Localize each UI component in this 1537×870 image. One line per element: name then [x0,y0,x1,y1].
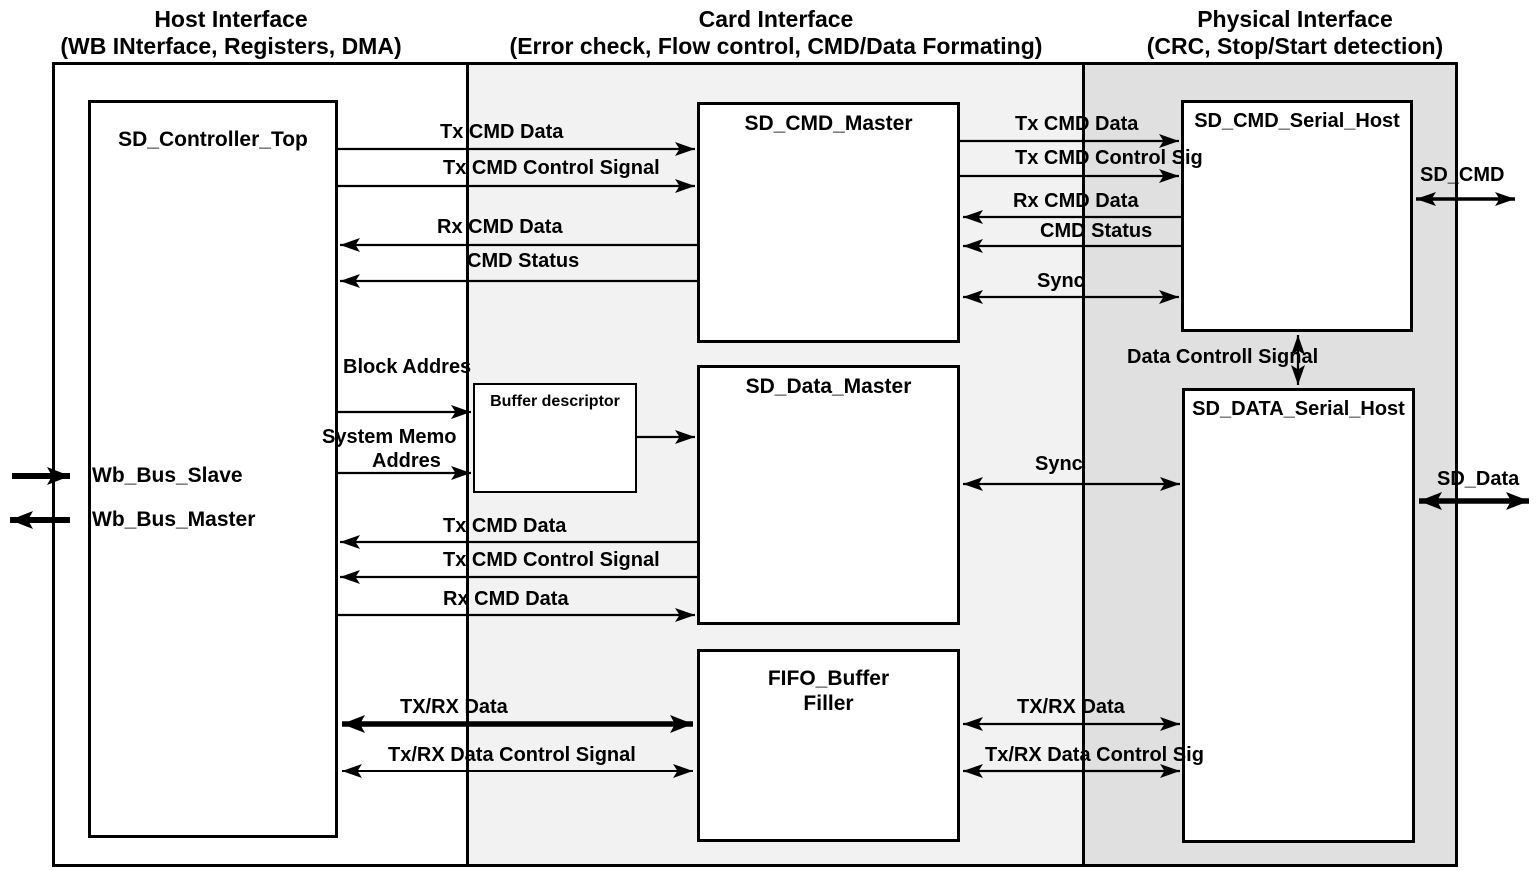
sd-cmd-serial-host-block: SD_CMD_Serial_Host [1181,100,1413,332]
host-interface-header: Host Interface (WB INterface, Registers,… [0,6,462,60]
sd-cmd-master-title: SD_CMD_Master [744,112,913,135]
label-system-memo-addres: Addres [372,450,441,472]
label-tx-cmd-data-datamaster: Tx CMD Data [443,515,567,537]
label-block-address: Block Addres [343,356,472,378]
sd-data-serial-host-block: SD_DATA_Serial_Host [1182,388,1415,843]
fifo-buffer-filler-block: FIFO_Buffer Filler [697,649,960,842]
card-interface-header: Card Interface (Error check, Flow contro… [466,6,1086,60]
label-txrx-data-left: TX/RX Data [400,696,508,718]
label-tx-cmd-control-sig-right: Tx CMD Control Sig [1015,147,1203,169]
label-sync-lower: Sync [1035,453,1083,475]
label-sync-upper: Sync [1037,270,1085,292]
sd-cmd-master-block: SD_CMD_Master [697,102,960,343]
label-cmd-status-left: CMD Status [467,250,580,272]
controller-outer-boundary [52,62,1458,867]
label-txrx-data-right: TX/RX Data [1017,696,1125,718]
card-interface-title: Card Interface [698,6,854,32]
fifo-title-line2: Filler [803,692,854,715]
label-tx-cmd-data-right: Tx CMD Data [1015,113,1139,135]
label-cmd-status-right: CMD Status [1040,220,1153,242]
label-rx-cmd-data-right: Rx CMD Data [1013,190,1139,212]
label-sd-cmd: SD_CMD [1420,164,1505,186]
fifo-title-line1: FIFO_Buffer [767,667,890,690]
label-tx-cmd-control-datamaster: Tx CMD Control Signal [443,549,660,571]
sd-cmd-serial-host-title: SD_CMD_Serial_Host [1194,110,1400,132]
label-data-controll-signal: Data Controll Signal [1127,346,1319,368]
label-tx-cmd-control-signal-left: Tx CMD Control Signal [443,157,660,179]
sd-data-master-block: SD_Data_Master [697,365,960,625]
sd-controller-top-block: SD_Controller_Top [88,100,338,838]
fifo-buffer-filler-title: FIFO_Buffer Filler [700,652,957,716]
label-txrx-data-control-signal-left: Tx/RX Data Control Signal [388,744,636,766]
label-tx-cmd-data-left: Tx CMD Data [440,121,564,143]
buffer-descriptor-block: Buffer descriptor [473,383,637,493]
host-interface-title: Host Interface [154,6,308,32]
sd-data-serial-host-title: SD_DATA_Serial_Host [1192,398,1405,420]
wb-bus-slave-port-label: Wb_Bus_Slave [92,464,243,487]
label-system-memo: System Memo [322,426,457,448]
label-txrx-data-control-sig-right: Tx/RX Data Control Sig [985,744,1204,766]
label-rx-cmd-data-datamaster: Rx CMD Data [443,588,569,610]
sd-data-master-title: SD_Data_Master [745,375,912,398]
label-rx-cmd-data-left: Rx CMD Data [437,216,563,238]
buffer-descriptor-title: Buffer descriptor [490,393,620,410]
physical-interface-header: Physical Interface (CRC, Stop/Start dete… [1085,6,1505,60]
host-interface-subtitle: (WB INterface, Registers, DMA) [60,33,402,59]
physical-interface-subtitle: (CRC, Stop/Start detection) [1146,33,1444,59]
physical-interface-title: Physical Interface [1197,6,1393,32]
sd-controller-top-title: SD_Controller_Top [118,128,308,151]
label-sd-data: SD_Data [1437,468,1520,490]
card-interface-subtitle: (Error check, Flow control, CMD/Data For… [509,33,1043,59]
wb-bus-master-port-label: Wb_Bus_Master [92,508,256,531]
